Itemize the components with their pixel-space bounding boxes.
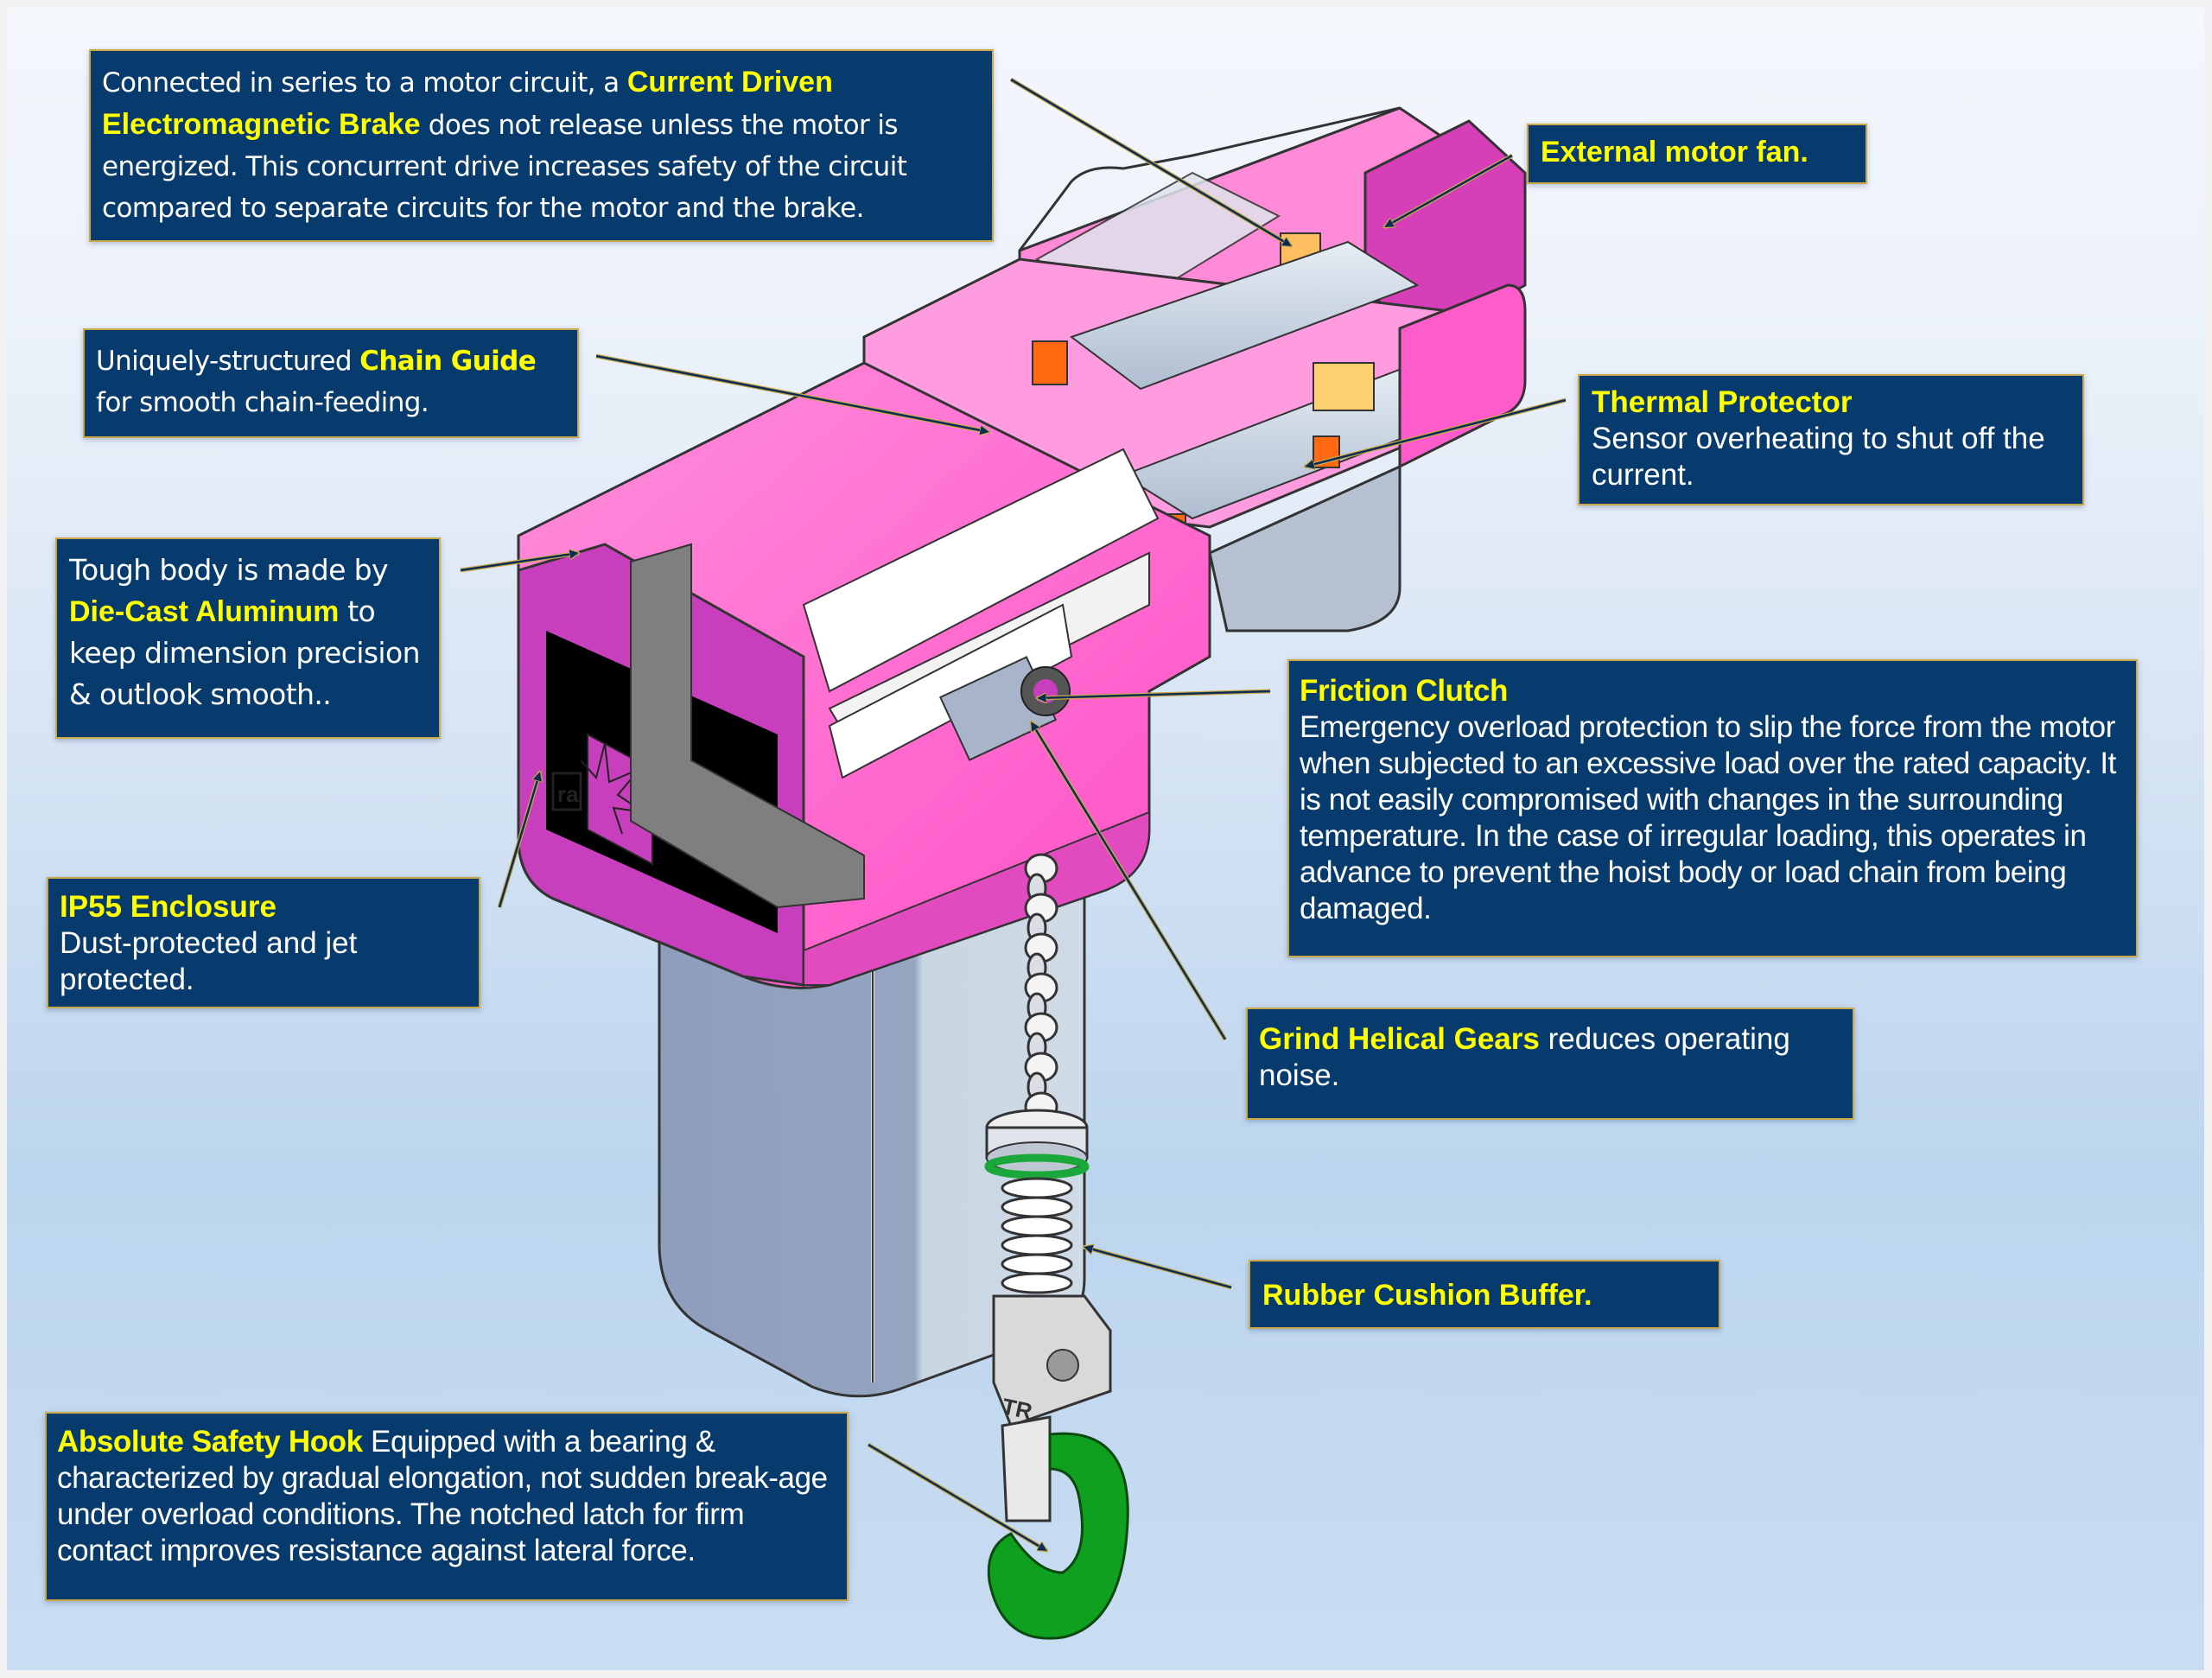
leader-chain-guide <box>595 354 989 432</box>
leader-hook <box>868 1443 1047 1551</box>
callout-chain-guide-before: Uniquely-structured <box>96 346 360 377</box>
callout-buffer: Rubber Cushion Buffer. <box>1249 1260 1720 1329</box>
callout-body-before: Tough body is made by <box>69 553 389 587</box>
safety-hook <box>987 1432 1129 1640</box>
callout-body-highlight: Die-Cast Aluminum <box>69 595 340 628</box>
load-chain <box>1024 853 1058 1122</box>
leader-enclosure <box>498 772 540 908</box>
callout-chain-guide-after: for smooth chain-feeding. <box>96 387 429 418</box>
bottom-block: TR <box>984 1109 1129 1640</box>
leader-fan <box>1384 154 1513 227</box>
spring <box>1001 1177 1073 1294</box>
callout-brake-text-before: Connected in series to a motor circuit, … <box>102 67 627 99</box>
leader-thermal <box>1305 398 1567 467</box>
leader-buffer <box>1084 1247 1232 1289</box>
callout-thermal-body: Sensor overheating to shut off the curre… <box>1592 422 2045 492</box>
callout-thermal: Thermal Protector Sensor overheating to … <box>1578 374 2084 505</box>
callout-chain-guide-highlight: Chain Guide <box>359 346 537 377</box>
callout-fan-highlight: External motor fan <box>1541 136 1801 168</box>
callout-body-after: to keep dimension precision & outlook sm… <box>69 594 420 711</box>
callout-fan: External motor fan. <box>1527 124 1867 184</box>
callout-gears-after: reduces operating noise. <box>1259 1022 1790 1092</box>
callout-brake: Connected in series to a motor circuit, … <box>89 49 994 242</box>
callout-clutch-title: Friction Clutch <box>1300 674 1508 708</box>
callout-thermal-title: Thermal Protector <box>1592 385 1853 419</box>
callout-gears-highlight: Grind Helical Gears <box>1259 1022 1540 1056</box>
leader-body <box>460 553 579 572</box>
callout-gears: Grind Helical Gears reduces operating no… <box>1246 1007 1854 1120</box>
hook-marking: TR <box>1000 1393 1034 1425</box>
callout-brake-text-after: does not release unless the motor is ene… <box>102 110 907 224</box>
callout-enclosure: IP55 Enclosure Dust-protected and jet pr… <box>47 877 480 1008</box>
hoist-housing: ra <box>517 106 1527 989</box>
callout-fan-after: . <box>1800 136 1808 168</box>
callout-buffer-highlight: Rubber Cushion Buffer. <box>1262 1279 1592 1312</box>
leader-brake <box>1010 78 1292 246</box>
rubber-buffer-ring <box>984 1154 1090 1179</box>
callout-hook-after: Equipped with a bearing & characterized … <box>57 1425 828 1567</box>
leader-lines <box>460 77 1567 1554</box>
brand-logo: ra <box>551 742 645 835</box>
callout-clutch-body: Emergency overload protection to slip th… <box>1300 710 2116 925</box>
callout-enclosure-title: IP55 Enclosure <box>60 890 276 924</box>
leader-clutch <box>1037 690 1271 698</box>
callout-hook-highlight: Absolute Safety Hook <box>57 1425 363 1459</box>
callout-brake-highlight: Current Driven Electromagnetic Brake <box>102 66 833 141</box>
callout-body: Tough body is made by Die-Cast Aluminum … <box>55 537 441 739</box>
callout-hook: Absolute Safety Hook Equipped with a bea… <box>45 1412 849 1601</box>
svg-text:ra: ra <box>557 781 579 807</box>
callout-chain-guide: Uniquely-structured Chain Guide for smoo… <box>83 328 579 438</box>
callout-clutch: Friction Clutch Emergency overload prote… <box>1287 659 2138 957</box>
leader-gears <box>1031 721 1227 1040</box>
callout-enclosure-body: Dust-protected and jet protected. <box>60 926 358 996</box>
